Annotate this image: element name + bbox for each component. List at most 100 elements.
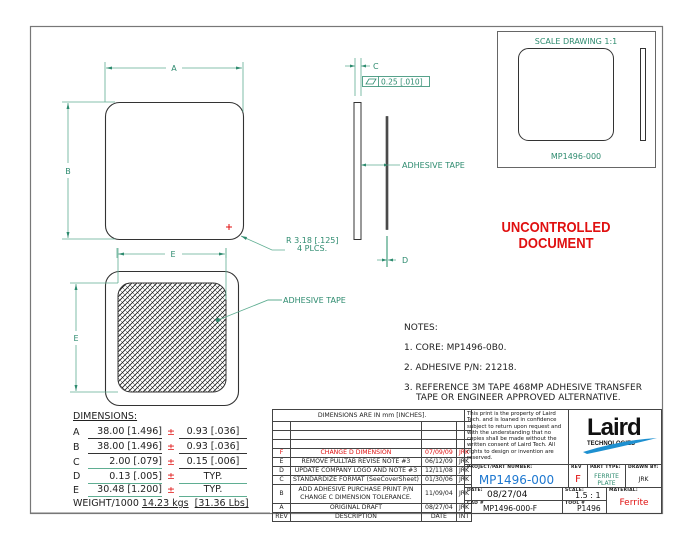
dimension-label: B (73, 442, 80, 453)
revision-date: 11/09/04 (420, 484, 457, 504)
logo-text: Laird (587, 414, 642, 441)
scale-drawing-box: SCALE DRAWING 1:1 MP1496-000 (497, 31, 656, 168)
revision-row: F CHANGE D DIMENSION 07/09/09 JRK (272, 448, 473, 458)
date-box: DATE: 08/27/04 (464, 487, 563, 501)
revision-description: UPDATE COMPANY LOGO AND NOTE #3 (290, 466, 422, 476)
revision-row: A ORIGINAL DRAFT 08/27/04 JRK (272, 503, 473, 513)
material-value: Ferrite (619, 498, 649, 508)
flatness-icon (365, 78, 377, 85)
part-type-label: PART TYPE: (590, 465, 621, 470)
dimension-value: 30.48 [1.200] (88, 483, 162, 497)
project-number-value: MP1496-000 (478, 473, 555, 487)
disclaimer-text: This print is the property of Laird Tech… (467, 411, 562, 462)
revision-description: STANDARDIZE FORMAT (SeeCoverSheet) (290, 475, 422, 485)
radius-note-line2: 4 PLCS. (297, 244, 327, 253)
plate-side-outline (353, 102, 362, 240)
revision-letter: A (272, 503, 291, 513)
note-3-line1: 3. REFERENCE 3M TAPE 468MP ADHESIVE TRAN… (404, 383, 642, 393)
stamp-line1: UNCONTROLLED (502, 218, 611, 235)
column-rev: REV (272, 512, 291, 522)
adhesive-tape-area (117, 282, 227, 393)
logo-box: Laird TECHNOLOGIES (568, 409, 662, 465)
tool-label: TOOL # (565, 501, 586, 506)
plus-minus: ± (167, 471, 175, 482)
revision-date: 06/12/09 (420, 457, 457, 467)
revision-date: 01/30/06 (420, 475, 457, 485)
revision-date: 07/09/09 (420, 448, 457, 458)
dimension-label: D (73, 471, 81, 482)
dimension-row: A 38.00 [1.496] ± 0.93 [.036] (73, 425, 247, 440)
notes-title: NOTES: (404, 323, 438, 333)
dimensions-list: DIMENSIONS: A 38.00 [1.496] ± 0.93 [.036… (73, 411, 247, 498)
dimension-tolerance: 0.93 [.036] (179, 440, 247, 454)
weight-kg: 14.23 kgs (141, 498, 189, 509)
project-number-label: PROJECT/PART NUMBER: (467, 465, 533, 470)
laird-logo: Laird TECHNOLOGIES (583, 414, 657, 456)
weight-label: WEIGHT/1000 (73, 498, 139, 509)
dimension-tolerance: 0.93 [.036] (179, 425, 247, 439)
dimensions-title: DIMENSIONS: (73, 411, 138, 422)
revision-letter: E (272, 457, 291, 467)
revision-row: C STANDARDIZE FORMAT (SeeCoverSheet) 01/… (272, 475, 473, 485)
disclaimer-box: This print is the property of Laird Tech… (464, 409, 569, 465)
note-3-line2: TAPE OR ENGINEER APPROVED ALTERNATIVE. (416, 393, 621, 403)
scale-box-title: SCALE DRAWING 1:1 (535, 37, 618, 46)
dimension-label: E (73, 485, 80, 496)
cad-label: CAD # (467, 501, 484, 506)
revision-description: CHANGE D DIMENSION (290, 448, 422, 458)
revision-description-line1: ADD ADHESIVE PURCHASE PRINT P/N (298, 486, 414, 493)
dim-label-c: C (373, 62, 379, 71)
logo-swoosh-icon (583, 438, 657, 454)
revision-table-header: DIMENSIONS ARE IN mm [INCHES]. (271, 409, 473, 422)
center-mark (226, 224, 232, 230)
scale-box: SCALE: 1.5 : 1 (562, 487, 607, 501)
flatness-control-frame: 0.25 [.010] (362, 76, 430, 87)
revision-table-columns: REV DESCRIPTION DATE INT (272, 512, 473, 522)
note-1: 1. CORE: MP1496-0B0. (404, 343, 507, 353)
dimension-value: 38.00 [1.496] (88, 440, 162, 454)
column-description: DESCRIPTION (290, 512, 422, 522)
adhesive-callout-side: ADHESIVE TAPE (402, 161, 465, 170)
dimension-value: 0.13 [.005] (88, 470, 162, 484)
revision-letter: F (272, 448, 291, 458)
revision-letter: D (272, 466, 291, 476)
date-label: DATE: (467, 488, 483, 493)
dimension-value: 38.00 [1.496] (88, 425, 162, 439)
tool-box: TOOL # P1496 (562, 500, 607, 514)
revision-description: ADD ADHESIVE PURCHASE PRINT P/N CHANGE C… (290, 484, 422, 504)
column-date: DATE (420, 512, 457, 522)
cad-box: CAD # MP1496-000-F (464, 500, 563, 514)
weight-line: WEIGHT/1000 14.23 kgs [31.36 Lbs] (73, 498, 249, 509)
side-view: C 0.25 [.010] ADHESIVE TAPE D (345, 58, 465, 267)
revision-description: REMOVE PULLTAB REVISE NOTE #3 (290, 457, 422, 467)
flatness-tolerance: 0.25 [.010] (381, 78, 423, 87)
scale-side-outline (640, 48, 646, 141)
dimension-tolerance: 0.15 [.006] (179, 455, 247, 469)
revision-description: ORIGINAL DRAFT (290, 503, 422, 513)
cad-value: MP1496-000-F (483, 504, 538, 513)
material-box: MATERIAL: Ferrite (606, 487, 662, 514)
plus-minus: ± (167, 427, 175, 438)
dimension-row: D 0.13 [.005] ± TYP. (73, 470, 247, 484)
scale-value: 1.5 : 1 (575, 491, 601, 500)
dimension-row: C 2.00 [.079] ± 0.15 [.006] (73, 455, 247, 470)
dim-label-d: D (402, 256, 408, 265)
note-2: 2. ADHESIVE P/N: 21218. (404, 363, 517, 373)
rev-box: REV F (568, 464, 588, 488)
part-type-value-1: FERRITE (594, 473, 619, 480)
dimension-tolerance: TYP. (179, 483, 247, 497)
revision-date: 08/27/04 (420, 503, 457, 513)
dimension-tolerance: TYP. (179, 470, 247, 484)
revision-row: D UPDATE COMPANY LOGO AND NOTE #3 12/11/… (272, 466, 473, 476)
note-3: 3. REFERENCE 3M TAPE 468MP ADHESIVE TRAN… (404, 383, 642, 403)
top-view: A B R 3.18 [.125] 4 PLCS. E (62, 62, 339, 259)
scale-box-part: MP1496-000 (551, 152, 601, 161)
dim-label-e-top: E (170, 250, 175, 259)
revision-row: B ADD ADHESIVE PURCHASE PRINT P/N CHANGE… (272, 484, 473, 504)
plate-back-outline (104, 270, 240, 407)
scale-plate-outline (518, 48, 614, 141)
dimension-row: B 38.00 [1.496] ± 0.93 [.036] (73, 440, 247, 455)
adhesive-callout-front: ADHESIVE TAPE (283, 296, 346, 305)
rev-label: REV (571, 465, 582, 470)
revision-date: 12/11/08 (420, 466, 457, 476)
